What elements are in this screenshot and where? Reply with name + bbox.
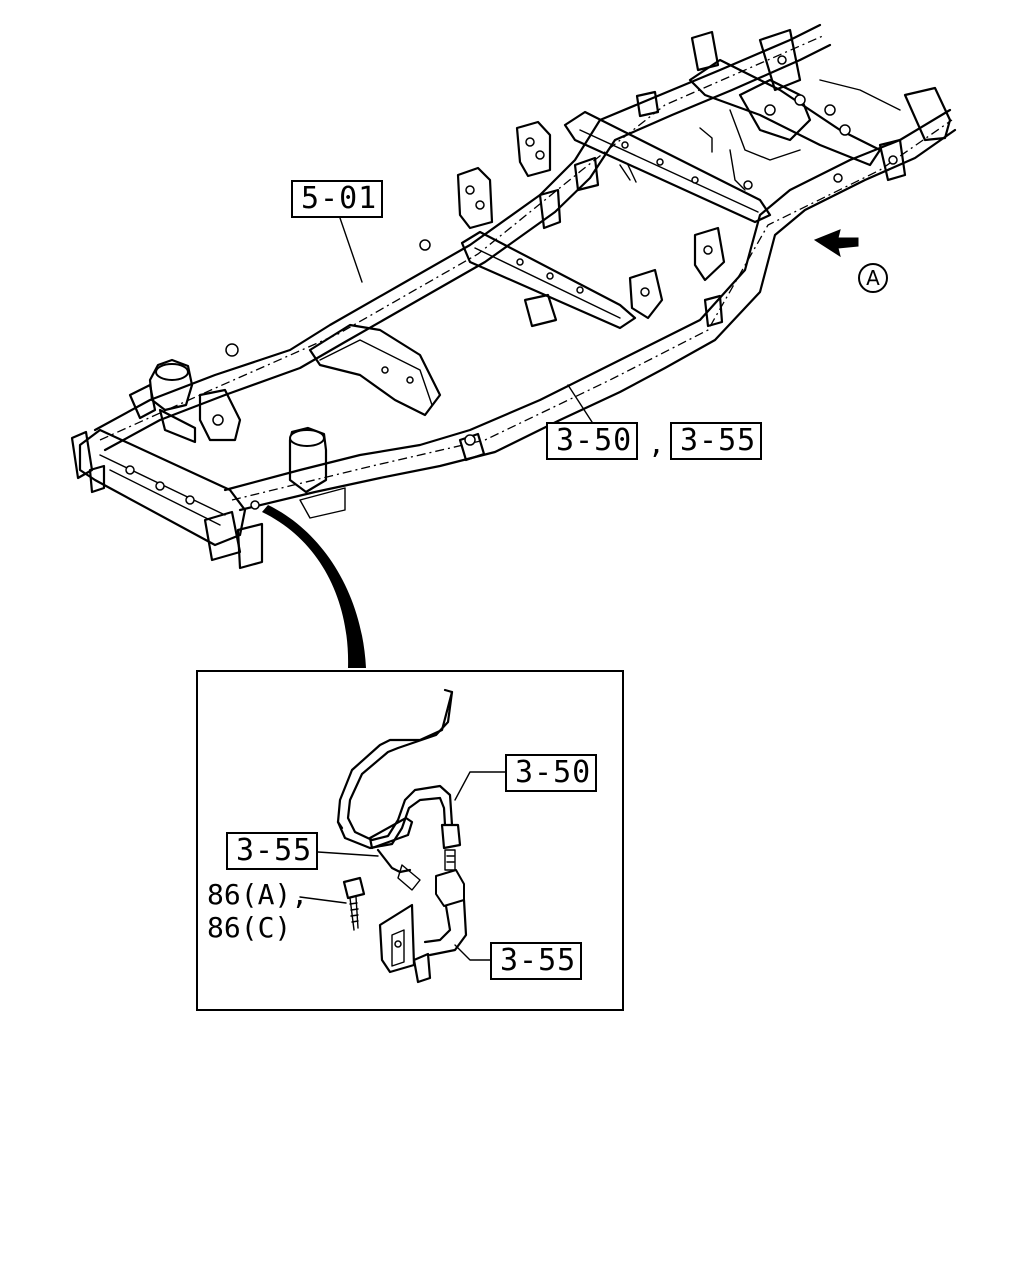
callout-front-line-1: 3-50 xyxy=(546,422,638,460)
callout-frame: 5-01 xyxy=(291,180,383,218)
detail-pointer xyxy=(262,505,366,668)
brake-pipe-detail xyxy=(336,688,468,984)
leader-inset-3-55-left xyxy=(317,851,379,857)
chassis-frame xyxy=(70,23,957,570)
callout-inset-3-55-right: 3-55 xyxy=(490,942,582,980)
callout-separator: , xyxy=(648,427,665,460)
leader-bolt xyxy=(299,896,347,904)
callout-inset-3-50: 3-50 xyxy=(505,754,597,792)
leader-inset-3-50 xyxy=(454,771,506,801)
leader-5-01 xyxy=(339,217,363,283)
bolt-ref-1: 86(A), xyxy=(207,878,309,911)
callout-inset-3-55-left: 3-55 xyxy=(226,832,318,870)
leader-inset-3-55-right xyxy=(454,944,491,961)
bolt-ref-2: 86(C) xyxy=(207,911,292,944)
view-arrow xyxy=(813,229,859,258)
leader-3-50-main xyxy=(567,384,593,423)
view-marker: A xyxy=(858,263,888,293)
callout-front-line-2: 3-55 xyxy=(670,422,762,460)
